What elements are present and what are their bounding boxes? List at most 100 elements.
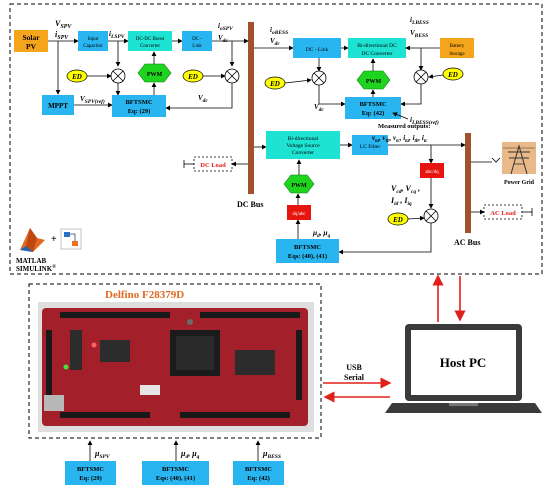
dc-load: DC Load (193, 156, 233, 172)
svg-text:Storage: Storage (449, 52, 465, 57)
svg-text:BFTSMC: BFTSMC (162, 466, 189, 473)
toolbox-plus: + (51, 234, 57, 245)
svg-text:BFTSMC: BFTSMC (245, 466, 272, 473)
pwm-bess: PWM (356, 70, 391, 90)
hardware-frame (28, 283, 322, 439)
bottom-controller-3: μBESS BFTSMC Eq: (42) (233, 440, 284, 485)
dc-bus-label: DC Bus (237, 200, 263, 209)
svg-text:Solar: Solar (22, 33, 40, 42)
vdc-label-pv: Vdc (218, 34, 228, 44)
dcdc-boost-block: DC-DC Boost Converter (128, 31, 172, 51)
vdc-label-bess: Vdc (270, 37, 280, 47)
svg-text:DC Converter: DC Converter (361, 51, 392, 57)
sum-junction-bess-1 (311, 70, 327, 86)
matlab-logo-icon (20, 228, 45, 252)
sum-junction-pv-1 (110, 68, 126, 84)
mu-dq-label: μd, μq (312, 228, 331, 239)
dclink-pv-block: DC - Link (182, 31, 212, 51)
usb-label: USB (346, 363, 362, 372)
svg-text:Converter: Converter (292, 150, 314, 156)
input-capacitor-block: Input Capacitor (78, 31, 108, 51)
matlab-label: MATLAB (16, 257, 47, 265)
svg-text:Eq: (29): Eq: (29) (79, 475, 102, 482)
svg-text:Bi-directional: Bi-directional (288, 136, 319, 142)
pwm-grid: PWM (283, 174, 315, 194)
ed-pv-2: ED (182, 69, 204, 83)
svg-text:BFTSMC: BFTSMC (125, 99, 152, 106)
svg-text:DC -: DC - (192, 37, 202, 42)
svg-text:Capacitor: Capacitor (83, 44, 103, 49)
sum-junction-grid (423, 208, 439, 224)
host-pc-label: Host PC (440, 355, 487, 370)
simulink-label: SIMULINK® (16, 264, 56, 273)
ac-load: AC Load (483, 204, 523, 220)
vdc-label-bess-ctrl: Vdc (314, 103, 324, 113)
ed-bess-1: ED (264, 76, 286, 90)
svg-text:Link: Link (192, 44, 202, 49)
sum-junction-pv-2 (224, 68, 240, 84)
svg-text:Input: Input (88, 37, 99, 42)
svg-text:Bi-directional DC: Bi-directional DC (357, 43, 397, 49)
dc-bus (248, 22, 254, 194)
ac-bus (465, 133, 471, 233)
battery-block: Battery Storage (440, 38, 474, 58)
lc-filter-block: LC Filter (352, 135, 388, 155)
mppt-block: MPPT (42, 95, 74, 115)
vdc-label-pv-ctrl: Vdc (198, 94, 208, 104)
power-grid-label: Power Grid (504, 180, 535, 186)
svg-text:MPPT: MPPT (48, 102, 68, 110)
svg-text:Battery: Battery (450, 44, 465, 49)
svg-text:AC Load: AC Load (490, 210, 516, 217)
svg-text:PWM: PWM (147, 72, 163, 78)
svg-text:ED: ED (269, 80, 280, 88)
ac-bus-label: AC Bus (454, 238, 480, 247)
svg-text:PWM: PWM (366, 79, 382, 85)
delfino-board-image (38, 302, 314, 432)
sum-junction-bess-2 (413, 69, 429, 85)
svg-text:PWM: PWM (291, 183, 307, 189)
board-title: Delfino F28379D (105, 289, 184, 301)
pwm-pv: PWM (137, 63, 172, 83)
id-iq-label: Iid , Iiq (390, 196, 412, 207)
svg-text:Eqs: (40), (41): Eqs: (40), (41) (156, 475, 195, 482)
bftsmc-bess-block: BFTSMC Eq: (42) (345, 97, 401, 119)
ed-grid: ED (387, 212, 409, 226)
simulink-logo-icon (60, 228, 82, 250)
svg-text:Eq: (29): Eq: (29) (128, 108, 151, 115)
dclink-bess-block: DC - Link (293, 38, 341, 58)
measured-vars: vta, vtb, vtc, ita, itb, itc (372, 134, 428, 144)
svg-text:PV: PV (26, 42, 37, 51)
measured-outputs-label: Measured outputs: (378, 123, 430, 130)
vspv-label: VSPV (55, 19, 72, 30)
svg-text:μd, μq: μd, μq (180, 449, 200, 460)
power-grid-tower-icon (502, 142, 536, 175)
vbess-label: VBESS (410, 29, 428, 39)
host-pc-laptop-icon (385, 324, 542, 413)
vref-label: VSPV(ref) (80, 95, 105, 105)
ed-bess-2: ED (442, 67, 464, 81)
ilspv-label: iLSPV (109, 30, 126, 40)
iobess-label: ioBESS (270, 26, 288, 36)
svg-text:DC - Link: DC - Link (306, 47, 329, 53)
dq-abc-block: dq/abc (287, 205, 311, 220)
solar-pv-block: Solar PV (14, 30, 48, 52)
ispv-label: iSPV (55, 30, 69, 41)
serial-label: Serial (344, 373, 365, 382)
bidir-dcdc-block: Bi-directional DC DC Converter (348, 38, 406, 58)
svg-text:Converter: Converter (140, 44, 160, 49)
svg-text:ED: ED (392, 216, 403, 224)
svg-text:ED: ED (71, 73, 82, 81)
svg-text:dq/abc: dq/abc (292, 212, 306, 217)
vcd-vcq-label: Vcd, Vcq , (391, 184, 420, 195)
svg-text:DC Load: DC Load (200, 162, 226, 169)
svg-text:Voltage Source: Voltage Source (286, 143, 320, 149)
ed-pv-1: ED (66, 69, 88, 83)
svg-text:LC Filter: LC Filter (360, 144, 380, 150)
svg-text:BFTSMC: BFTSMC (359, 101, 386, 108)
iospv-label: ioSPV (218, 22, 234, 32)
svg-text:Eqs: (40), (41): Eqs: (40), (41) (288, 253, 327, 260)
svg-text:BFTSMC: BFTSMC (294, 244, 321, 251)
svg-text:ED: ED (187, 73, 198, 81)
simulation-frame (9, 3, 543, 275)
